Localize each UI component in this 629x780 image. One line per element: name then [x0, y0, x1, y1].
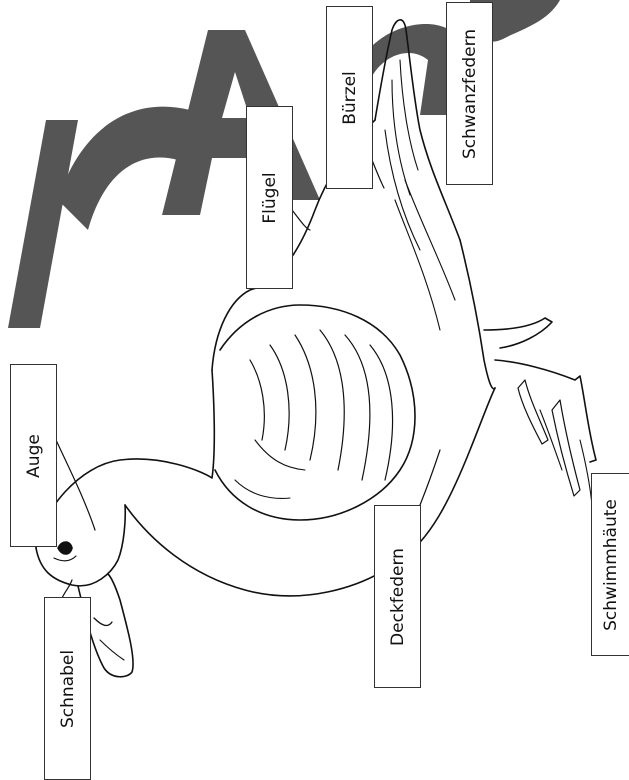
label-box-schwimmhaeute: Schwimmhäute [591, 473, 629, 656]
label-box-fluegel: Flügel [246, 106, 293, 289]
label-box-buerzel: Bürzel [326, 6, 373, 189]
label-deckfedern: Deckfedern [387, 547, 408, 646]
label-schwanzfedern: Schwanzfedern [459, 28, 480, 159]
label-schwimmhaeute: Schwimmhäute [600, 498, 621, 631]
goose-web-2 [551, 399, 581, 497]
goose-wing [214, 304, 416, 521]
label-box-schnabel: Schnabel [44, 597, 91, 780]
goose-neck-back [35, 504, 127, 587]
label-schnabel: Schnabel [57, 649, 78, 728]
goose-rump [459, 239, 496, 390]
leader-schnabel [61, 579, 73, 599]
goose-head-neck [35, 369, 216, 549]
label-auge: Auge [23, 433, 44, 478]
leader-fluegel [291, 209, 311, 231]
goose-web-1 [517, 379, 549, 445]
goose-tail [374, 19, 461, 241]
goose-eye [57, 541, 73, 555]
goose-beak [77, 573, 134, 678]
label-buerzel: Bürzel [339, 70, 360, 125]
label-box-deckfedern: Deckfedern [374, 505, 421, 688]
label-fluegel: Flügel [259, 171, 280, 224]
leader-buerzel [371, 159, 385, 189]
leader-auge [55, 439, 96, 531]
goose-underside [124, 387, 496, 597]
leader-deckfedern [419, 449, 441, 506]
goose-leg-2 [494, 359, 597, 463]
goose-leg-1 [483, 317, 553, 349]
label-box-schwanzfedern: Schwanzfedern [446, 2, 493, 185]
label-box-auge: Auge [10, 364, 57, 547]
